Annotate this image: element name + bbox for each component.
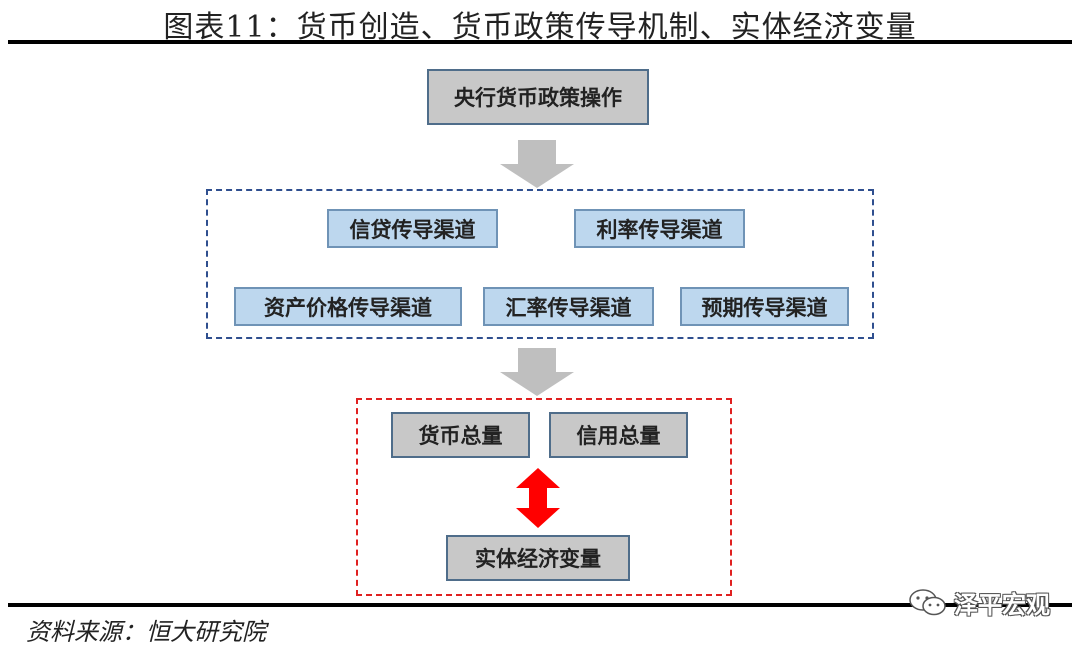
figure-title: 图表11：货币创造、货币政策传导机制、实体经济变量 bbox=[163, 10, 917, 45]
double-arrow-icon bbox=[516, 468, 560, 528]
expectation-channel-node: 预期传导渠道 bbox=[680, 287, 849, 326]
wechat-icon bbox=[909, 588, 946, 615]
down-arrow-icon bbox=[500, 348, 574, 396]
credit-supply-node: 信用总量 bbox=[549, 412, 688, 458]
transmission-channels-group bbox=[206, 189, 874, 339]
real-economy-node: 实体经济变量 bbox=[446, 535, 630, 581]
bottom-rule bbox=[8, 603, 1072, 607]
watermark: 泽平宏观 bbox=[908, 585, 1050, 620]
asset-price-channel-node: 资产价格传导渠道 bbox=[234, 287, 462, 326]
money-supply-node: 货币总量 bbox=[391, 412, 530, 458]
exchange-channel-node: 汇率传导渠道 bbox=[483, 287, 654, 326]
watermark-text: 泽平宏观 bbox=[954, 590, 1050, 619]
down-arrow-icon bbox=[500, 140, 574, 188]
source-note: 资料来源：恒大研究院 bbox=[26, 618, 266, 646]
interest-channel-node: 利率传导渠道 bbox=[574, 209, 745, 248]
credit-channel-node: 信贷传导渠道 bbox=[327, 209, 498, 248]
top-rule bbox=[8, 40, 1072, 44]
real-economy-group bbox=[356, 398, 732, 596]
central-bank-node: 央行货币政策操作 bbox=[427, 69, 649, 125]
